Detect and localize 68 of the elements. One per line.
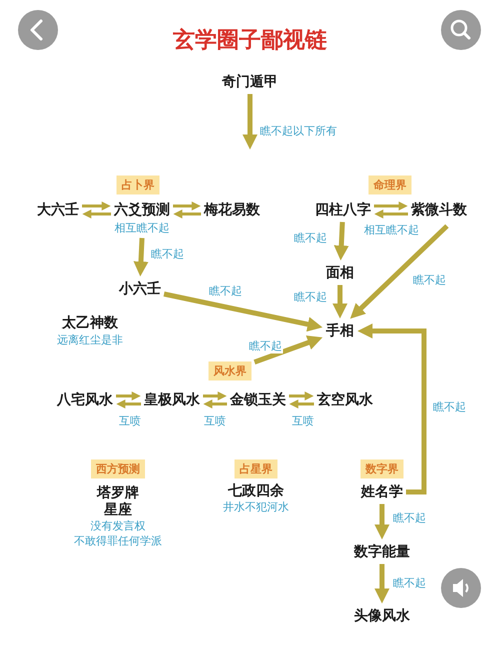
term-label: 大六壬	[37, 201, 79, 219]
note-text: 没有发言权	[90, 518, 146, 534]
term-label: 八宅风水	[57, 391, 113, 409]
arrow	[116, 400, 141, 408]
edge-label: 相互瞧不起	[363, 222, 420, 238]
arrow	[173, 202, 201, 210]
term-label: 玄空风水	[317, 391, 373, 409]
arrow	[358, 324, 426, 494]
title: 玄学圈子鄙视链	[173, 27, 327, 55]
arrow	[374, 202, 408, 210]
arrow	[289, 400, 314, 408]
category-tag: 数字界	[360, 460, 404, 478]
arrow	[374, 210, 408, 218]
arrow	[173, 210, 201, 218]
edge-label: 互喷	[118, 414, 142, 428]
note-text: 相互瞧不起	[114, 220, 170, 236]
term-label: 姓名学	[361, 483, 403, 501]
edge-label: 瞧不起	[293, 290, 328, 304]
arrow	[374, 564, 390, 604]
arrow	[254, 335, 323, 364]
arrow	[332, 285, 348, 318]
edge-label: 瞧不起	[208, 284, 243, 298]
arrow	[133, 238, 148, 276]
category-tag: 命理界	[368, 176, 412, 194]
edge-label: 瞧不起以下所有	[259, 124, 338, 138]
category-tag: 西方预测	[91, 460, 145, 478]
term-label: 六爻预测	[114, 201, 170, 219]
arrow	[203, 400, 227, 408]
note-text: 不敢得罪任何学派	[74, 534, 162, 548]
category-tag: 风水界	[208, 362, 252, 380]
term-label: 面相	[326, 264, 354, 282]
arrow	[82, 210, 111, 218]
term-label: 手相	[326, 322, 354, 340]
term-label: 太乙神数	[62, 314, 118, 332]
edge-label: 瞧不起	[412, 272, 447, 288]
arrow	[374, 504, 390, 540]
arrow	[242, 94, 258, 150]
edge-label: 瞧不起	[150, 246, 185, 262]
note-text: 远离红尘是非	[57, 332, 123, 348]
arrow	[289, 392, 314, 400]
edge-label: 瞧不起	[248, 338, 283, 354]
edge-label: 瞧不起	[392, 576, 427, 590]
term-label: 奇门遁甲	[222, 73, 278, 91]
term-label: 梅花易数	[204, 201, 260, 219]
term-label: 头像风水	[354, 607, 410, 625]
term-label: 皇极风水	[144, 391, 200, 409]
edge-label: 瞧不起	[392, 510, 427, 526]
term-label: 七政四余	[228, 482, 284, 500]
category-tag: 占星界	[234, 460, 278, 478]
arrow	[116, 392, 141, 400]
term-label: 金锁玉关	[230, 391, 286, 409]
term-label: 紫微斗数	[411, 201, 467, 219]
arrow	[203, 392, 227, 400]
term-label: 星座	[104, 501, 132, 519]
term-label: 小六壬	[119, 280, 161, 298]
arrow	[82, 202, 111, 210]
arrow	[350, 224, 449, 319]
term-label: 数字能量	[354, 543, 410, 561]
term-label: 塔罗牌	[97, 484, 139, 502]
category-tag: 占卜界	[116, 176, 160, 194]
edge-label: 瞧不起	[293, 230, 328, 246]
arrow	[334, 222, 349, 260]
edge-label: 互喷	[203, 414, 227, 428]
term-label: 四柱八字	[315, 201, 371, 219]
edge-label: 瞧不起	[432, 400, 467, 414]
edge-label: 互喷	[291, 414, 315, 428]
note-text: 井水不犯河水	[223, 500, 289, 514]
arrow	[163, 292, 323, 332]
